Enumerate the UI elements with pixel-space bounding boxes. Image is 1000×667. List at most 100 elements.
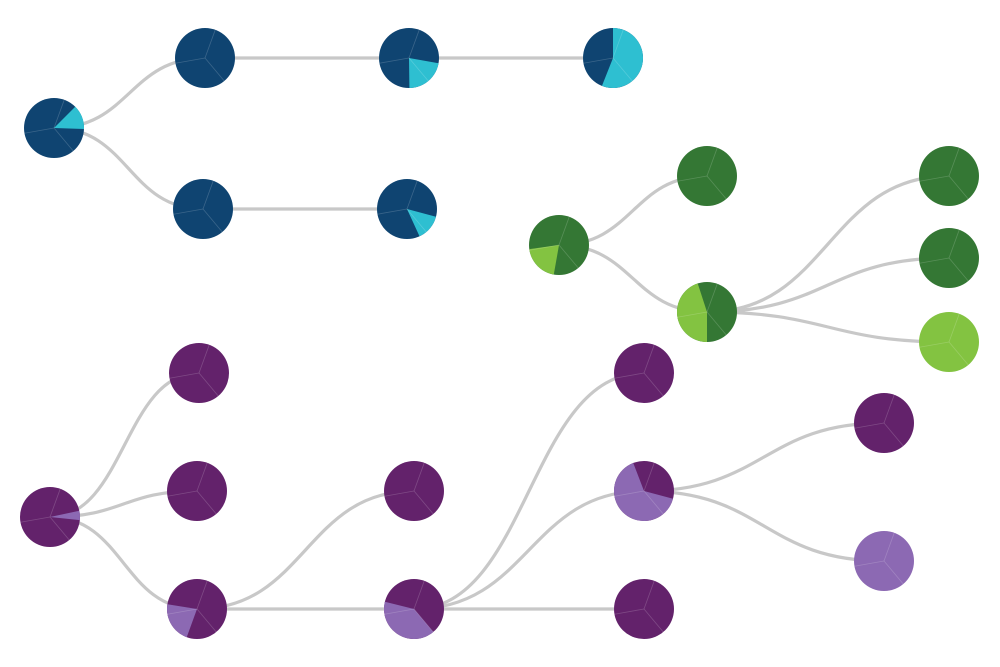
node-circle: [167, 461, 227, 521]
node-share-wedge: [614, 462, 673, 521]
edge-p-c-to-p-d: [195, 489, 416, 611]
node-b-lower-2[interactable]: [377, 179, 437, 239]
node-facet-line: [919, 341, 950, 348]
node-facet-line: [53, 99, 65, 129]
node-facet-line: [883, 560, 904, 585]
node-p-c[interactable]: [167, 579, 227, 639]
node-facet-line: [173, 208, 204, 215]
node-p-h[interactable]: [614, 579, 674, 639]
node-g-mid[interactable]: [676, 282, 737, 342]
node-facet-line: [919, 257, 950, 264]
node-facet-line: [948, 175, 969, 200]
node-facet-line: [204, 29, 216, 59]
node-share-wedge: [167, 604, 197, 638]
node-circle: [614, 579, 674, 639]
node-p-g[interactable]: [614, 461, 674, 521]
node-facet-line: [854, 560, 885, 567]
node-facet-line: [643, 372, 664, 397]
node-circle: [175, 28, 235, 88]
node-b-upper-3[interactable]: [583, 28, 643, 88]
node-p-f[interactable]: [614, 343, 674, 403]
node-facet-line: [408, 29, 420, 59]
node-share-wedge: [601, 28, 643, 88]
node-g-root[interactable]: [529, 215, 589, 275]
node-share-wedge: [50, 510, 80, 521]
node-facet-line: [406, 208, 427, 233]
node-facet-line: [643, 490, 664, 515]
node-facet-line: [883, 532, 895, 562]
node-facet-line: [706, 283, 718, 313]
node-g-leaf-3[interactable]: [919, 312, 979, 372]
node-p-d[interactable]: [384, 461, 444, 521]
node-facet-line: [20, 516, 51, 523]
node-facet-line: [677, 311, 708, 318]
node-facet-line: [706, 311, 727, 336]
node-facet-line: [49, 488, 61, 518]
node-facet-line: [529, 244, 560, 251]
edge-layer: [48, 56, 951, 611]
node-circle: [614, 343, 674, 403]
node-facet-line: [677, 175, 708, 182]
node-p-root[interactable]: [20, 487, 80, 547]
node-facet-line: [413, 608, 434, 633]
node-p-j[interactable]: [854, 531, 914, 591]
node-facet-line: [612, 29, 624, 59]
node-p-b[interactable]: [167, 461, 227, 521]
node-b-root[interactable]: [24, 98, 85, 158]
node-facet-line: [167, 608, 198, 615]
node-facet-line: [919, 175, 950, 182]
node-b-upper-2[interactable]: [379, 28, 439, 88]
node-g-leaf-2[interactable]: [919, 228, 979, 288]
node-facet-line: [202, 208, 223, 233]
node-facet-line: [948, 341, 969, 366]
node-share-wedge: [384, 601, 434, 640]
node-facet-line: [413, 580, 425, 610]
node-circle: [173, 179, 233, 239]
edge-p-e-to-p-f: [412, 371, 646, 611]
edge-p-e-to-p-g: [412, 489, 646, 611]
node-facet-line: [384, 490, 415, 497]
node-facet-line: [706, 175, 727, 200]
edge-g-mid-to-g-leaf-1: [705, 174, 951, 314]
node-facet-line: [198, 344, 210, 374]
node-facet-line: [948, 229, 960, 259]
node-circle: [854, 393, 914, 453]
node-facet-line: [24, 127, 55, 134]
node-share-wedge: [407, 209, 436, 237]
node-facet-line: [883, 394, 895, 424]
node-facet-line: [196, 608, 217, 633]
node-facet-line: [408, 57, 429, 82]
node-facet-line: [167, 490, 198, 497]
node-facet-line: [643, 462, 655, 492]
node-p-a[interactable]: [169, 343, 229, 403]
edge-p-g-to-p-i: [642, 421, 886, 493]
node-facet-line: [558, 216, 570, 246]
node-g-leaf-1[interactable]: [919, 146, 979, 206]
node-g-top[interactable]: [677, 146, 737, 206]
node-facet-line: [53, 127, 74, 152]
node-facet-line: [948, 147, 960, 177]
node-facet-line: [413, 462, 425, 492]
node-p-i[interactable]: [854, 393, 914, 453]
node-facet-line: [377, 208, 408, 215]
node-b-upper-1[interactable]: [175, 28, 235, 88]
node-share-wedge: [54, 106, 85, 129]
node-facet-line: [406, 180, 418, 210]
node-share-wedge: [409, 58, 439, 88]
node-share-wedge: [529, 245, 559, 275]
node-facet-line: [948, 257, 969, 282]
node-facet-line: [643, 608, 664, 633]
node-circle: [169, 343, 229, 403]
node-circle: [854, 531, 914, 591]
node-facet-line: [204, 57, 225, 82]
node-facet-line: [854, 422, 885, 429]
node-facet-line: [948, 313, 960, 343]
node-b-lower-1[interactable]: [173, 179, 233, 239]
node-p-e[interactable]: [384, 579, 444, 640]
node-facet-line: [49, 516, 70, 541]
node-facet-line: [175, 57, 206, 64]
edge-p-g-to-p-j: [642, 489, 886, 563]
node-circle: [919, 312, 979, 372]
node-facet-line: [614, 490, 645, 497]
